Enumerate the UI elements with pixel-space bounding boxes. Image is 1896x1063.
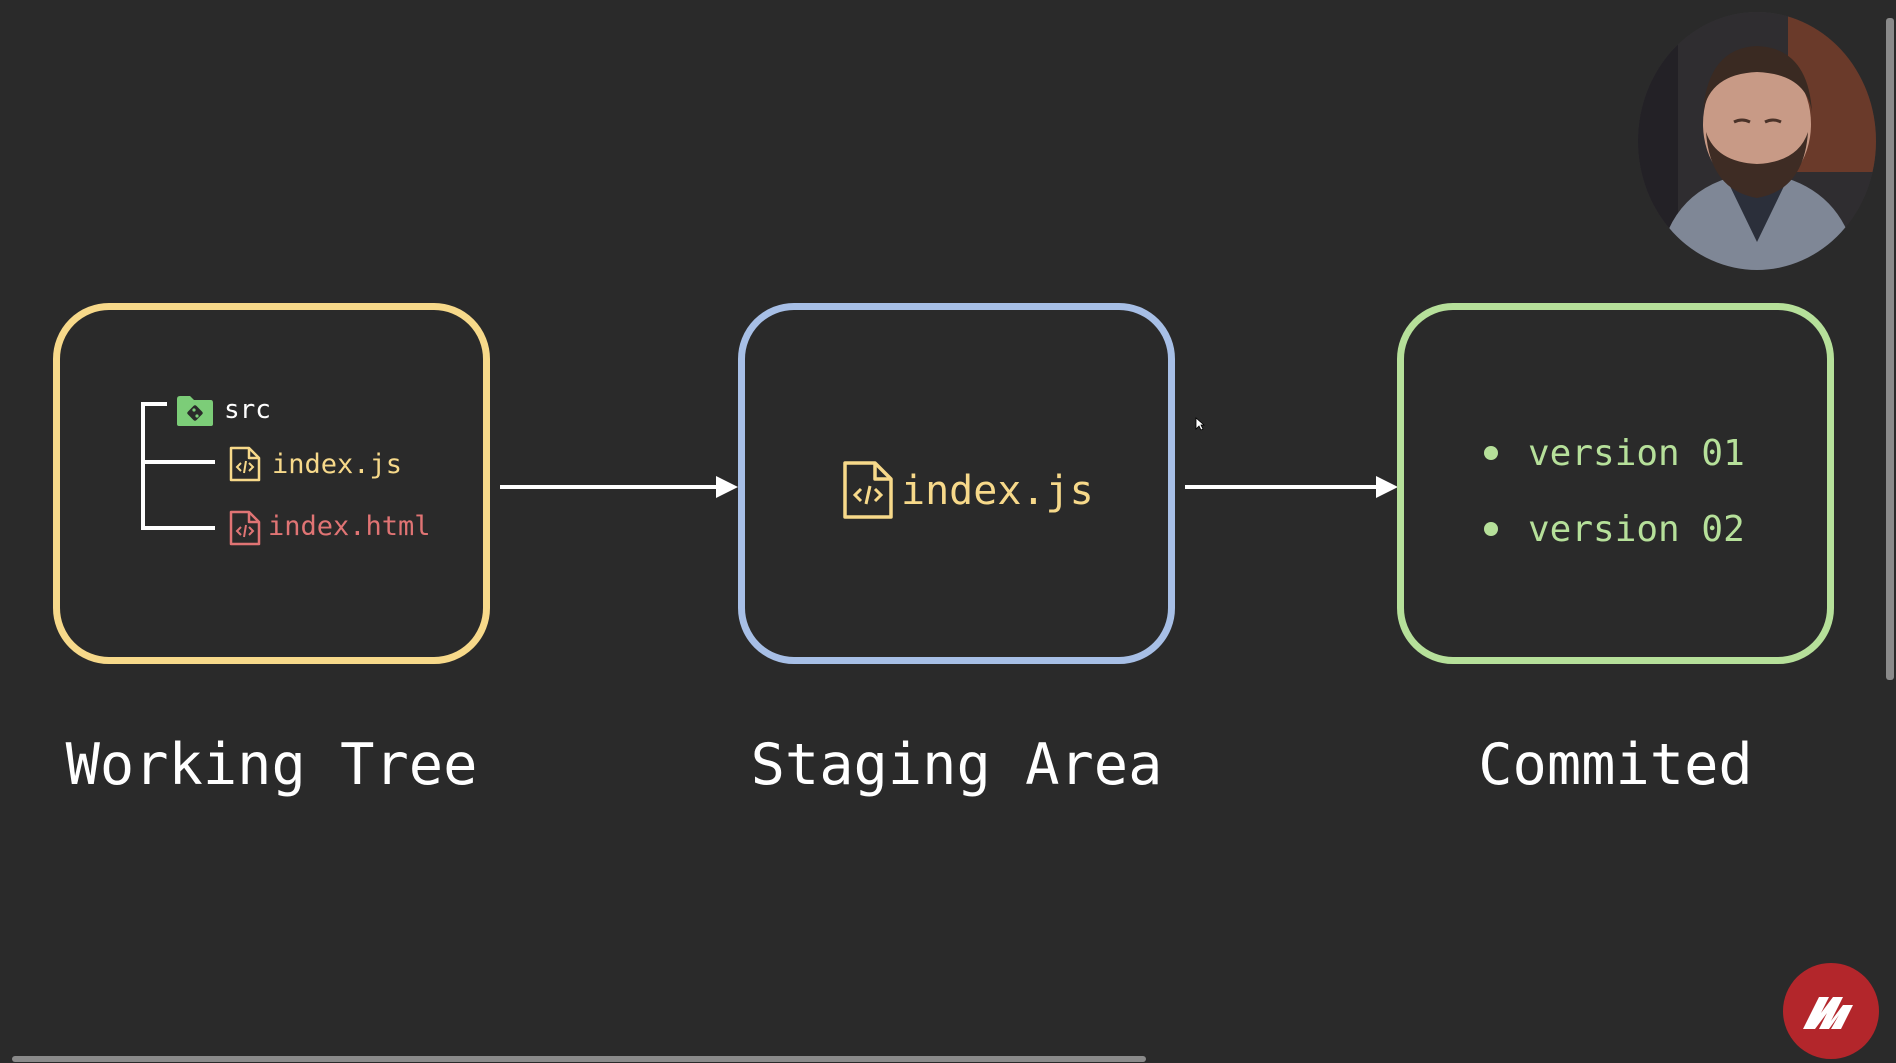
bullet-icon xyxy=(1484,522,1498,536)
tree-line-vertical xyxy=(141,402,145,530)
tree-line-html xyxy=(141,526,215,530)
working-tree-box xyxy=(53,303,490,664)
brand-logo-icon xyxy=(1803,997,1853,1029)
stage-label-committed: Commited xyxy=(1478,732,1753,798)
code-file-icon xyxy=(843,461,893,519)
arrow-right-icon xyxy=(500,476,738,498)
stage-label-staging-area: Staging Area xyxy=(750,732,1163,798)
tree-line-js xyxy=(141,460,215,464)
bullet-icon xyxy=(1484,446,1498,460)
folder-git-icon xyxy=(177,396,213,426)
folder-name: src xyxy=(224,395,271,425)
version-item: version 01 xyxy=(1484,428,1745,478)
staged-file-name: index.js xyxy=(901,468,1094,514)
committed-box xyxy=(1397,303,1834,664)
brand-logo xyxy=(1783,963,1879,1059)
mouse-cursor-icon xyxy=(1195,417,1205,431)
presenter-image xyxy=(1638,12,1876,270)
code-file-icon xyxy=(229,510,261,546)
vertical-scrollbar[interactable] xyxy=(1886,18,1894,680)
tree-line-folder xyxy=(141,402,167,406)
code-file-icon xyxy=(229,446,261,482)
version-item: version 02 xyxy=(1484,504,1745,554)
version-label: version 01 xyxy=(1528,432,1745,474)
horizontal-scrollbar[interactable] xyxy=(12,1056,1146,1062)
webcam-overlay xyxy=(1638,12,1876,270)
arrow-right-icon xyxy=(1185,476,1398,498)
version-label: version 02 xyxy=(1528,508,1745,550)
file-name-js: index.js xyxy=(272,449,403,480)
file-name-html: index.html xyxy=(268,511,431,542)
stage-label-working-tree: Working Tree xyxy=(65,732,478,798)
staging-area-box xyxy=(738,303,1175,664)
